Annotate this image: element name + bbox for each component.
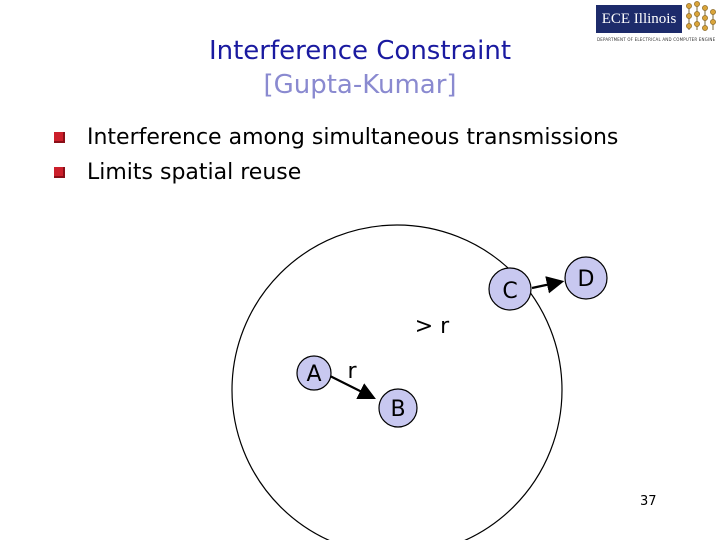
bullet-text: Limits spatial reuse [87,160,302,185]
slide-subtitle: [Gupta-Kumar] [263,70,457,100]
logo-tagline: DEPARTMENT OF ELECTRICAL AND COMPUTER EN… [597,37,715,42]
node-b-label: B [390,397,405,422]
link-arrow-c-d [531,276,565,294]
distance-greater-r-label: > r [415,314,450,339]
node-d-label: D [578,267,595,292]
page-number: 37 [640,494,657,509]
bullet-marker [54,132,65,143]
logo-circuit-graphic [686,1,716,31]
distance-r-label: r [347,359,357,384]
node-c-label: C [502,279,517,304]
logo-wordmark: ECE Illinois [596,5,682,33]
bullet-text: Interference among simultaneous transmis… [87,125,619,150]
node-c: C [488,267,532,311]
node-d: D [564,256,608,300]
node-b: B [378,388,418,428]
bullet-item: Interference among simultaneous transmis… [54,125,618,150]
slide-title: Interference Constraint [208,36,512,66]
bullet-marker [54,167,65,178]
interference-range-circle [231,224,563,540]
bullet-item: Limits spatial reuse [54,160,301,185]
node-a-label: A [306,362,321,387]
link-arrow-a-b [329,375,376,399]
node-a: A [296,355,332,391]
ece-illinois-logo: ECE Illinois DEPARTMENT OF ELECTRICAL AN… [593,0,720,48]
